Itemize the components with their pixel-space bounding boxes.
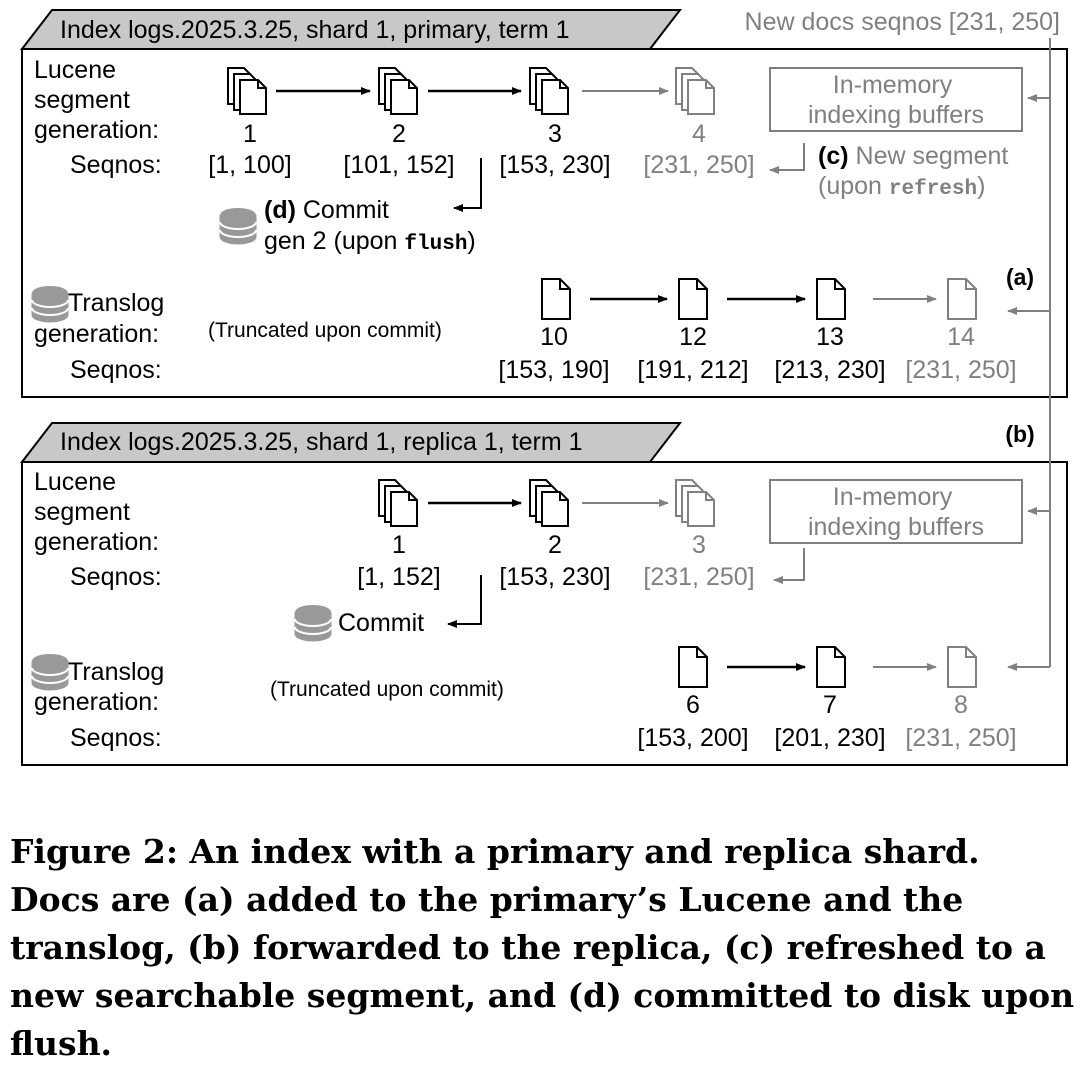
translog-icon-pending <box>947 646 977 688</box>
segment-seqnos: [1, 100] <box>208 151 291 179</box>
refresh-arrow <box>769 143 805 174</box>
translog-gen-pending: 14 <box>947 323 975 351</box>
primary-translog-label: Translog <box>68 289 164 317</box>
translog-seqnos: [213, 230] <box>774 356 885 384</box>
replica-lucene-label: Lucene segment generation: <box>34 468 159 556</box>
replica-title-tab <box>19 422 683 463</box>
truncated-note: (Truncated upon commit) <box>270 678 504 701</box>
translog-gen: 7 <box>823 691 837 719</box>
primary-seqnos-label: Seqnos: <box>70 151 162 179</box>
segment-icon <box>378 67 418 115</box>
replica-translog-label-2: generation: <box>34 688 159 716</box>
replica-shard: Index logs.2025.3.25, shard 1, replica 1… <box>19 421 1068 766</box>
replica-seqnos-label: Seqnos: <box>70 563 162 591</box>
commit-arrow <box>453 158 482 212</box>
indexing-buffers-box <box>769 67 1023 132</box>
segment-icon <box>378 479 418 527</box>
incoming-label: New docs seqnos [231, 250] <box>745 8 1060 36</box>
primary-title: Index logs.2025.3.25, shard 1, primary, … <box>60 16 570 44</box>
commit-label-2: gen 2 (upon flush) <box>264 227 476 256</box>
database-icon <box>31 286 69 323</box>
translog-icon-pending <box>947 278 977 320</box>
translog-gen-pending: 8 <box>954 691 968 719</box>
primary-shard: Index logs.2025.3.25, shard 1, primary, … <box>19 9 1068 398</box>
refresh-label: (c) New segment <box>818 142 1008 170</box>
segment-icon <box>529 479 569 527</box>
translog-icon <box>678 646 708 688</box>
segment-gen: 1 <box>243 120 257 148</box>
primary-translog-label-2: generation: <box>34 320 159 348</box>
incoming-docs: New docs seqnos [231, 250] <box>745 8 1060 671</box>
primary-title-tab <box>19 9 683 50</box>
index-diagram: Index logs.2025.3.25, shard 1, primary, … <box>19 8 1068 766</box>
primary-translog-seqnos-label: Seqnos: <box>70 356 162 384</box>
translog-seqnos: [153, 190] <box>498 356 609 384</box>
translog-gen: 13 <box>816 323 844 351</box>
translog-seqnos: [153, 200] <box>637 724 748 752</box>
replica-translog-seqnos-label: Seqnos: <box>70 724 162 752</box>
segment-seqnos-pending: [231, 250] <box>643 151 754 179</box>
indexing-buffers-box <box>769 479 1023 544</box>
segment-seqnos: [153, 230] <box>499 563 610 591</box>
commit-label: Commit <box>338 609 424 637</box>
translog-icon <box>816 278 846 320</box>
segment-gen: 1 <box>392 531 406 559</box>
label-a: (a) <box>1006 264 1034 290</box>
segment-gen: 2 <box>548 531 562 559</box>
segment-icon <box>227 67 267 115</box>
translog-icon <box>678 278 708 320</box>
translog-icon <box>541 278 571 320</box>
database-icon <box>219 208 257 245</box>
replica-translog-label: Translog <box>68 658 164 686</box>
figure-caption: Figure 2: An index with a primary and re… <box>10 832 1075 1063</box>
segment-seqnos: [153, 230] <box>499 151 610 179</box>
segment-icon <box>529 67 569 115</box>
commit-label: (d) Commit <box>264 196 389 224</box>
translog-icon <box>816 646 846 688</box>
indexing-buffers-label: In-memory indexing buffers <box>808 483 984 541</box>
translog-seqnos: [191, 212] <box>637 356 748 384</box>
translog-gen: 12 <box>679 323 707 351</box>
segment-gen: 2 <box>392 120 406 148</box>
segment-seqnos-pending: [231, 250] <box>643 563 754 591</box>
translog-gen: 6 <box>686 691 700 719</box>
segment-icon-pending <box>675 67 715 115</box>
replica-title: Index logs.2025.3.25, shard 1, replica 1… <box>60 428 583 456</box>
database-icon <box>294 605 332 642</box>
translog-seqnos-pending: [231, 250] <box>905 724 1016 752</box>
translog-seqnos-pending: [231, 250] <box>905 356 1016 384</box>
segment-gen-pending: 4 <box>692 120 706 148</box>
commit-arrow <box>447 575 482 628</box>
translog-seqnos: [201, 230] <box>774 724 885 752</box>
refresh-label-2: (upon refresh) <box>818 172 985 201</box>
segment-gen: 3 <box>548 120 562 148</box>
database-icon <box>31 654 69 691</box>
segment-seqnos: [101, 152] <box>343 151 454 179</box>
label-b: (b) <box>1005 421 1034 447</box>
primary-lucene-label: Lucene segment generation: <box>34 56 159 144</box>
segment-icon-pending <box>675 479 715 527</box>
translog-gen: 10 <box>540 323 568 351</box>
segment-gen-pending: 3 <box>692 531 706 559</box>
truncated-note: (Truncated upon commit) <box>208 319 442 342</box>
refresh-arrow <box>773 548 805 584</box>
indexing-buffers-label: In-memory indexing buffers <box>808 71 984 129</box>
segment-seqnos: [1, 152] <box>357 563 440 591</box>
